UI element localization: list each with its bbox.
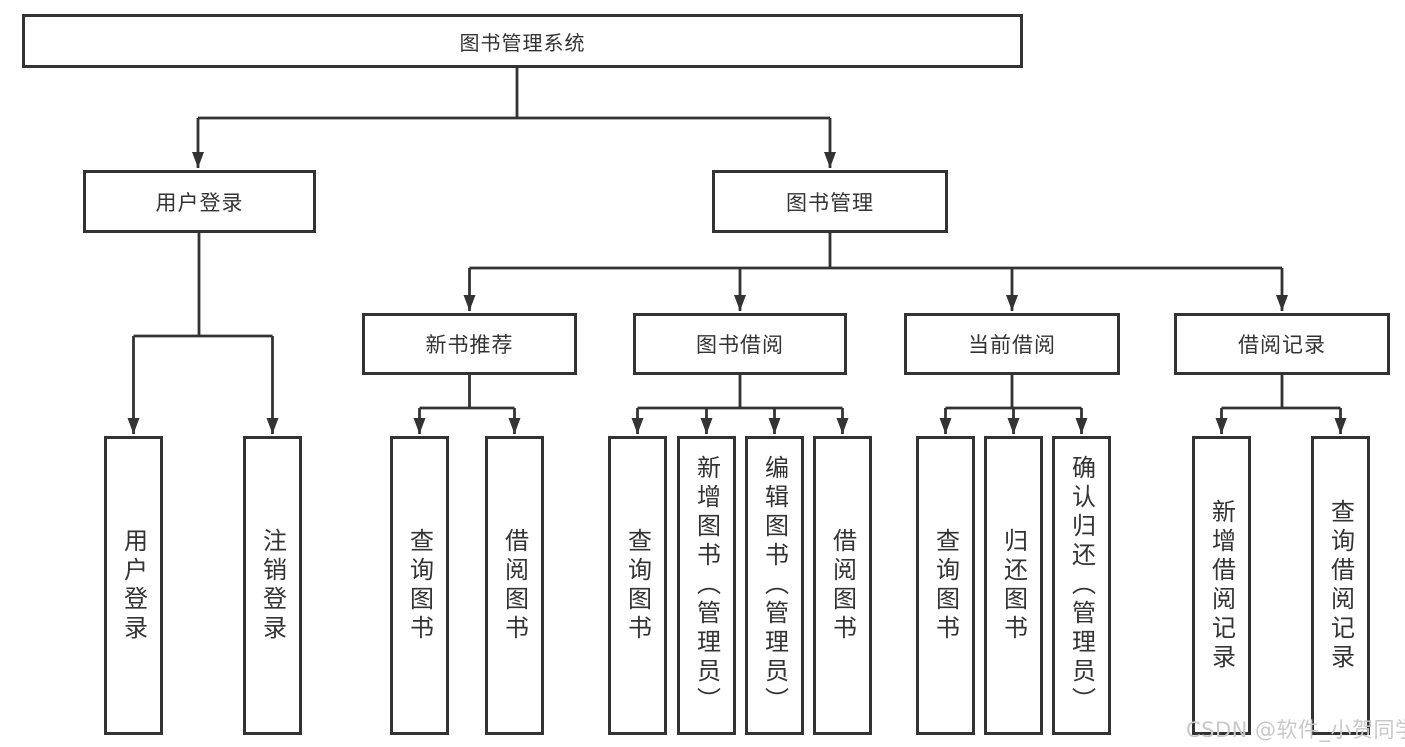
- node-current-borrow: 当前借阅: [904, 313, 1120, 375]
- leaf-label: 新增借阅记录: [1207, 498, 1236, 673]
- leaf-label: 新增图书（管理员）: [692, 455, 721, 716]
- leaf-query-books-recommend: 查询图书: [390, 436, 449, 735]
- node-user-login: 用户登录: [83, 170, 316, 233]
- leaf-add-borrow-record: 新增借阅记录: [1192, 436, 1251, 735]
- watermark: CSDN @软件_小贺同学: [1186, 718, 1405, 742]
- leaf-label: 注销登录: [258, 527, 287, 644]
- leaf-edit-book-admin: 编辑图书（管理员）: [745, 436, 804, 735]
- node-book-management: 图书管理: [712, 170, 948, 233]
- leaf-query-books-current: 查询图书: [916, 436, 975, 735]
- leaf-logout: 注销登录: [243, 436, 302, 735]
- leaf-add-book-admin: 新增图书（管理员）: [677, 436, 736, 735]
- node-book-borrow: 图书借阅: [633, 313, 847, 375]
- node-borrow-records: 借阅记录: [1174, 313, 1390, 375]
- leaf-borrow-books: 借阅图书: [813, 436, 872, 735]
- leaf-borrow-books-recommend: 借阅图书: [485, 436, 544, 735]
- leaf-label: 查询图书: [931, 527, 960, 644]
- leaf-confirm-return-admin: 确认归还（管理员）: [1052, 436, 1111, 735]
- leaf-label: 借阅图书: [828, 527, 857, 644]
- node-root: 图书管理系统: [22, 14, 1023, 68]
- leaf-label: 查询借阅记录: [1326, 498, 1355, 673]
- leaf-label: 借阅图书: [500, 527, 529, 644]
- leaf-return-book: 归还图书: [984, 436, 1043, 735]
- leaf-label: 编辑图书（管理员）: [760, 455, 789, 716]
- leaf-label: 归还图书: [999, 527, 1028, 644]
- leaf-query-books-borrow: 查询图书: [608, 436, 667, 735]
- node-new-book-recommend: 新书推荐: [362, 313, 577, 375]
- leaf-label: 查询图书: [623, 527, 652, 644]
- leaf-user-login: 用户登录: [104, 436, 163, 735]
- leaf-query-borrow-record: 查询借阅记录: [1311, 436, 1370, 735]
- leaf-label: 查询图书: [405, 527, 434, 644]
- leaf-label: 用户登录: [119, 527, 148, 644]
- leaf-label: 确认归还（管理员）: [1067, 455, 1096, 716]
